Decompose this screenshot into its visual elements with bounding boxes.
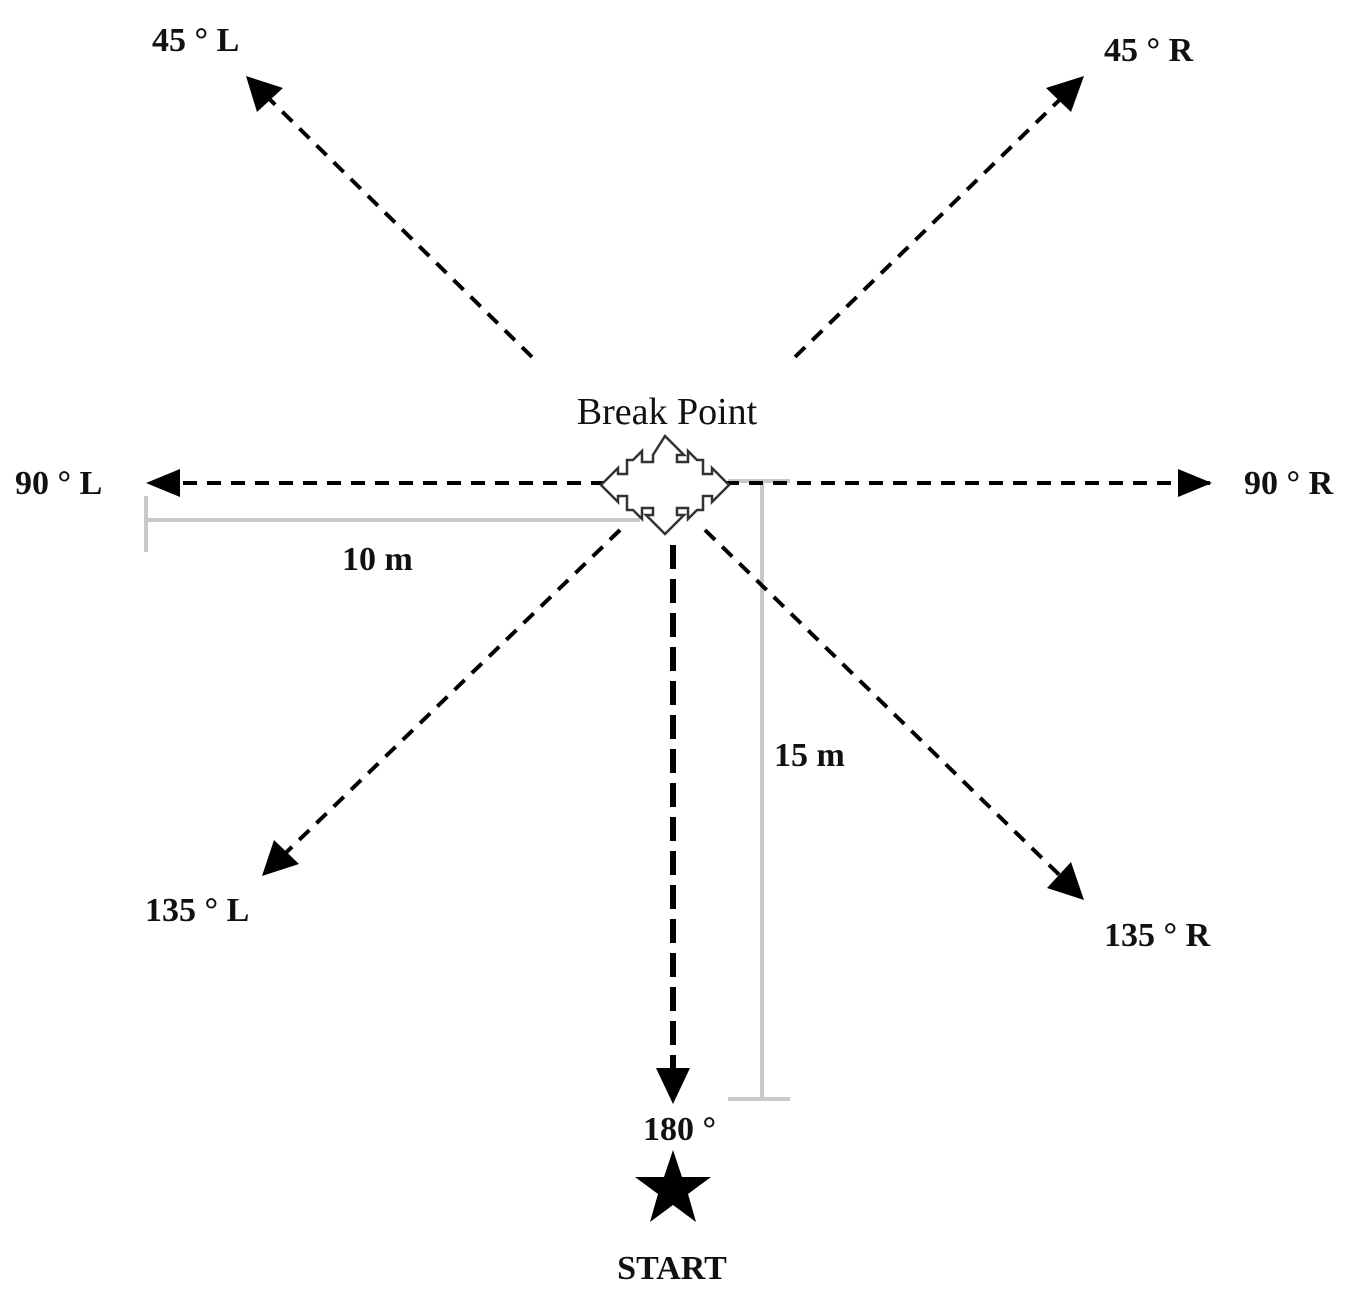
start-label: START	[617, 1250, 727, 1287]
arrowhead-45-right	[1046, 76, 1084, 112]
dimension-10m-label: 10 m	[342, 541, 413, 578]
label-90-left: 90 ° L	[15, 465, 102, 502]
label-45-right: 45 ° R	[1104, 32, 1194, 69]
label-135-left: 135 ° L	[145, 892, 249, 929]
dimension-15m-label: 15 m	[774, 737, 845, 774]
arrowhead-135-right	[1047, 862, 1084, 900]
label-135-right: 135 ° R	[1104, 917, 1211, 954]
label-90-right: 90 ° R	[1244, 465, 1334, 502]
arrowhead-180	[656, 1068, 690, 1104]
break-point-label: Break Point	[577, 391, 758, 433]
label-180: 180 °	[643, 1111, 716, 1148]
arrowhead-135-left	[262, 840, 299, 876]
break-point-icon	[599, 434, 731, 536]
label-45-left: 45 ° L	[152, 22, 239, 59]
arrowhead-45-left	[246, 76, 283, 112]
arrow-135-left	[266, 528, 622, 872]
arrow-45-right	[793, 78, 1082, 359]
star-icon	[635, 1150, 711, 1222]
dimension-10m-line	[144, 496, 640, 552]
arrowhead-90-right	[1178, 469, 1212, 497]
arrowhead-90-left	[146, 469, 180, 497]
arrow-45-left	[248, 78, 534, 359]
arrow-135-right	[703, 528, 1082, 897]
dimension-15m-line	[728, 479, 790, 1101]
